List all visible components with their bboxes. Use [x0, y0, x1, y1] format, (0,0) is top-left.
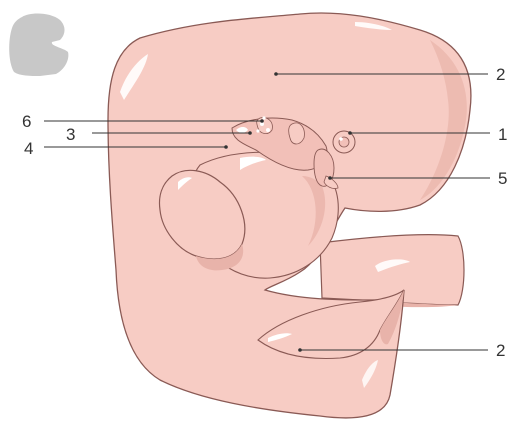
label-2-top: 2	[496, 65, 505, 84]
eye-primordium	[333, 131, 355, 153]
label-4: 4	[24, 139, 33, 158]
embryo-silhouette-icon	[9, 14, 68, 76]
label-5: 5	[498, 169, 507, 188]
label-3: 3	[66, 125, 75, 144]
label-1: 1	[498, 125, 507, 144]
label-6: 6	[22, 112, 31, 131]
label-2-bottom: 2	[496, 341, 505, 360]
